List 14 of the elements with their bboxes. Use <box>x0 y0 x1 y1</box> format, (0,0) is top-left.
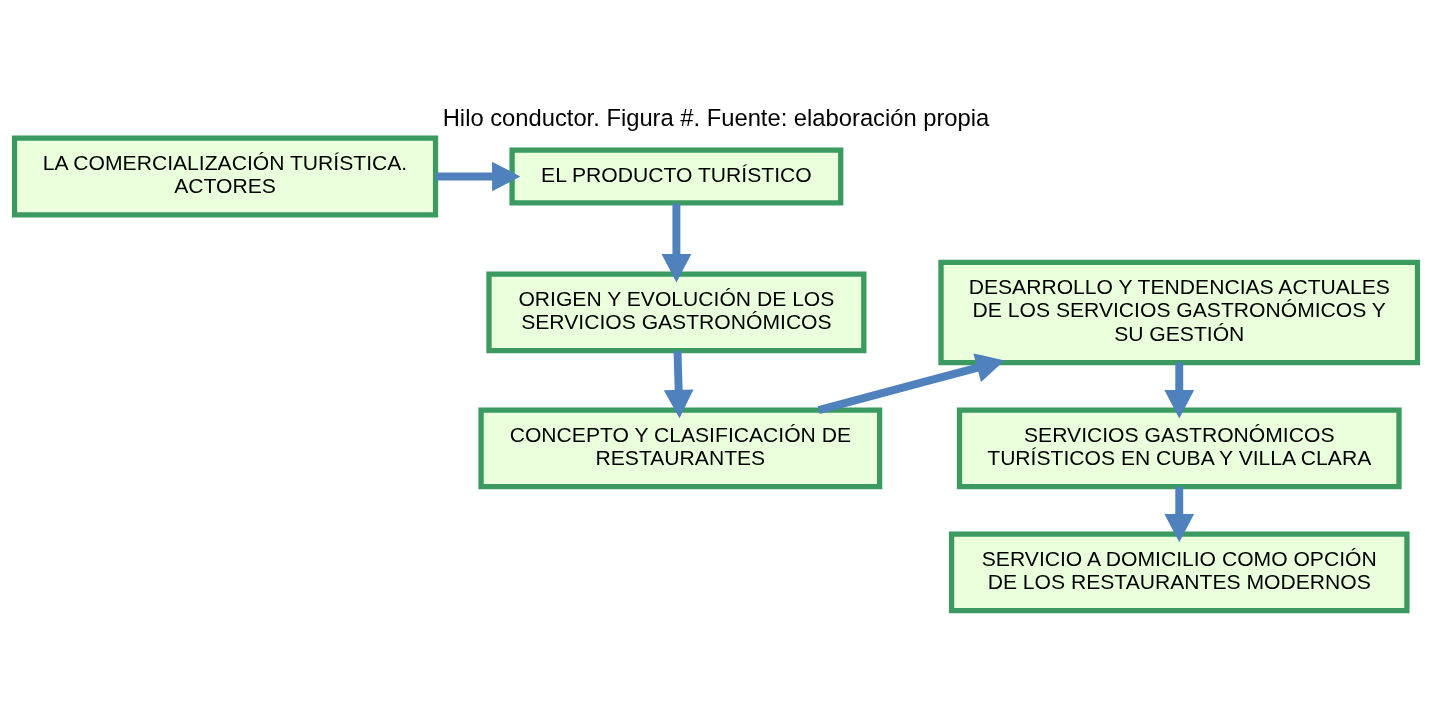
arrow <box>435 161 521 191</box>
node-box: SERVICIO A DOMICILIO COMO OPCIÓN DE LOS RESTAURANTES MODERNOS <box>948 531 1410 613</box>
arrow <box>1164 362 1195 418</box>
node-box: CONCEPTO Y CLASIFICACIÓN DE RESTAURANTES <box>478 406 883 489</box>
node-box: ORIGEN Y EVOLUCIÓN DE LOS SERVICIOS GASTRONÓMICOS <box>486 271 867 353</box>
arrow <box>817 352 1005 414</box>
node-box: LA COMERCIALIZACIÓN TURÍSTICA. ACTORES <box>11 135 439 217</box>
node-box: SERVICIOS GASTRONÓMICOS TURÍSTICOS EN CUBA Y VILLA CLARA <box>956 406 1402 489</box>
arrow <box>663 350 694 418</box>
diagram-title: Hilo conductor. Figura #. Fuente: elaboración propia <box>442 103 990 131</box>
node-box: EL PRODUCTO TURÍSTICO <box>509 146 844 206</box>
arrow <box>661 203 692 282</box>
node-box: DESARROLLO Y TENDENCIAS ACTUALES DE LOS SERVICIOS GASTRONÓMICOS Y SU GESTIÓN <box>938 259 1421 365</box>
arrow <box>1164 486 1195 542</box>
